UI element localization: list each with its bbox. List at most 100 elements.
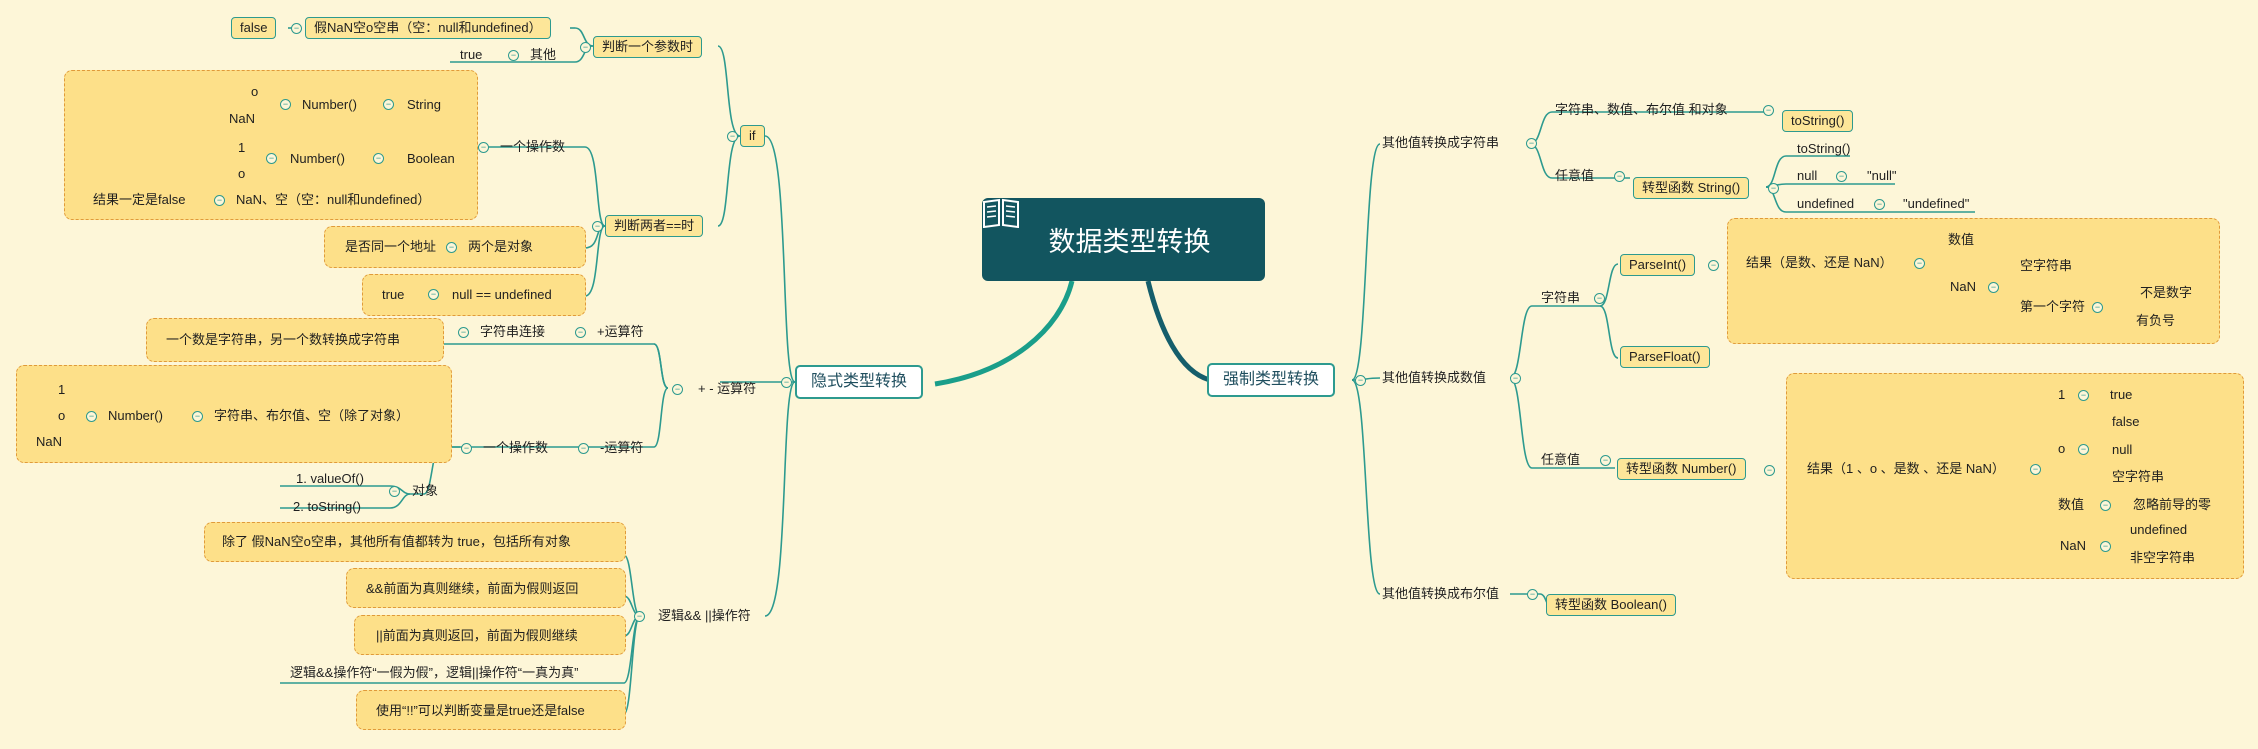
arith-operator-node[interactable]: + - 运算符 — [698, 381, 757, 396]
number-any-label: 任意值 — [1541, 452, 1581, 467]
collapse-toggle-icon[interactable]: − — [383, 99, 394, 110]
to-number-node[interactable]: 其他值转换成数值 — [1382, 370, 1487, 385]
collapse-toggle-icon[interactable]: − — [727, 131, 738, 142]
collapse-toggle-icon[interactable]: − — [2078, 390, 2089, 401]
parse-int-fn[interactable]: ParseInt() — [1620, 254, 1696, 276]
collapse-toggle-icon[interactable]: − — [86, 411, 97, 422]
string-case-undefined-output: "undefined" — [1903, 196, 1970, 211]
collapse-toggle-icon[interactable]: − — [389, 486, 400, 497]
primitive-text: 字符串、布尔值、空（除了对象） — [214, 408, 410, 423]
collapse-toggle-icon[interactable]: − — [461, 443, 472, 454]
single-param-node[interactable]: 判断一个参数时 — [593, 36, 703, 58]
to-string-node[interactable]: 其他值转换成字符串 — [1382, 135, 1500, 150]
collapse-toggle-icon[interactable]: − — [2078, 444, 2089, 455]
others-label: 其他 — [530, 47, 557, 62]
collapse-toggle-icon[interactable]: − — [1526, 138, 1537, 149]
collapse-toggle-icon[interactable]: − — [1763, 105, 1774, 116]
number-fn-boolean: Number() — [290, 151, 345, 166]
collapse-toggle-icon[interactable]: − — [373, 153, 384, 164]
zero-false: false — [2112, 414, 2140, 429]
value-of-step: 1. valueOf() — [296, 471, 364, 486]
collapse-toggle-icon[interactable]: − — [214, 195, 225, 206]
logic-note-box — [354, 615, 626, 655]
if-node[interactable]: if — [740, 125, 765, 147]
collapse-toggle-icon[interactable]: − — [1614, 171, 1625, 182]
string-case-null: null — [1797, 168, 1818, 183]
boolean-result-zero: o — [238, 166, 246, 181]
collapse-toggle-icon[interactable]: − — [1988, 282, 1999, 293]
concat-note: 一个数是字符串，另一个数转换成字符串 — [166, 332, 401, 347]
number-fn-string: Number() — [302, 97, 357, 112]
collapse-toggle-icon[interactable]: − — [1764, 465, 1775, 476]
one-operand-group — [64, 70, 478, 220]
object-label: 对象 — [412, 483, 439, 498]
collapse-toggle-icon[interactable]: − — [1708, 260, 1719, 271]
collapse-toggle-icon[interactable]: − — [575, 327, 586, 338]
prims-label: 字符串、数值、布尔值 和对象 — [1555, 102, 1728, 117]
collapse-toggle-icon[interactable]: − — [192, 411, 203, 422]
string-result-zero: o — [251, 84, 259, 99]
collapse-toggle-icon[interactable]: − — [1914, 258, 1925, 269]
string-fn[interactable]: 转型函数 String() — [1633, 177, 1750, 199]
concat-label: 字符串连接 — [480, 324, 546, 339]
collapse-toggle-icon[interactable]: − — [592, 221, 603, 232]
root-topic[interactable]: 数据类型转换 — [982, 198, 1265, 281]
collapse-toggle-icon[interactable]: − — [1594, 293, 1605, 304]
false-result[interactable]: false — [231, 17, 277, 39]
zero-null: null — [2112, 442, 2133, 457]
parse-float-fn[interactable]: ParseFloat() — [1620, 346, 1710, 368]
minus-operator: -运算符 — [600, 440, 644, 455]
collapse-toggle-icon[interactable]: − — [1510, 373, 1521, 384]
collapse-toggle-icon[interactable]: − — [280, 99, 291, 110]
collapse-toggle-icon[interactable]: − — [1527, 589, 1538, 600]
null-eq-group — [362, 274, 586, 316]
collapse-toggle-icon[interactable]: − — [508, 50, 519, 61]
collapse-toggle-icon[interactable]: − — [578, 443, 589, 454]
to-string-fn[interactable]: toString() — [1782, 110, 1854, 132]
collapse-toggle-icon[interactable]: − — [291, 23, 302, 34]
collapse-toggle-icon[interactable]: − — [1874, 199, 1885, 210]
number-fn-minus: Number() — [108, 408, 163, 423]
collapse-toggle-icon[interactable]: − — [478, 142, 489, 153]
collapse-toggle-icon[interactable]: − — [672, 384, 683, 395]
collapse-toggle-icon[interactable]: − — [1836, 171, 1847, 182]
collapse-toggle-icon[interactable]: − — [2030, 464, 2041, 475]
both-objects-label: 两个是对象 — [468, 239, 534, 254]
collapse-toggle-icon[interactable]: − — [1600, 455, 1611, 466]
plus-operator: +运算符 — [597, 324, 644, 339]
collapse-toggle-icon[interactable]: − — [781, 377, 792, 388]
parse-numeric: 数值 — [1948, 232, 1975, 247]
double-eq-node[interactable]: 判断两者==时 — [605, 215, 704, 237]
collapse-toggle-icon[interactable]: − — [634, 611, 645, 622]
null-row-text: NaN、空（空：null和undefined） — [236, 192, 431, 207]
boolean-fn[interactable]: 转型函数 Boolean() — [1546, 594, 1676, 616]
collapse-toggle-icon[interactable]: − — [580, 42, 591, 53]
collapse-toggle-icon[interactable]: − — [1355, 375, 1366, 386]
boolean-result-one: 1 — [238, 140, 246, 155]
logic-note-5: 使用“!!”可以判断变量是true还是false — [376, 703, 585, 718]
collapse-toggle-icon[interactable]: − — [266, 153, 277, 164]
falsy-values-node[interactable]: 假NaN空o空串（空：null和undefined） — [305, 17, 551, 39]
collapse-toggle-icon[interactable]: − — [2092, 302, 2103, 313]
always-false-text: 结果一定是false — [93, 192, 186, 207]
collapse-toggle-icon[interactable]: − — [1768, 183, 1779, 194]
explicit-conversion-node[interactable]: 强制类型转换 — [1207, 363, 1336, 397]
collapse-toggle-icon[interactable]: − — [446, 242, 457, 253]
null-eq-undefined: null == undefined — [452, 287, 552, 302]
to-boolean-node[interactable]: 其他值转换成布尔值 — [1382, 586, 1500, 601]
string-label: String — [407, 97, 441, 112]
number-fn[interactable]: 转型函数 Number() — [1617, 458, 1746, 480]
number-result-text: 结果（1 、o 、是数 、还是 NaN） — [1807, 461, 2005, 476]
string-case-tostring: toString() — [1797, 141, 1851, 156]
implicit-conversion-node[interactable]: 隐式类型转换 — [795, 365, 924, 399]
collapse-toggle-icon[interactable]: − — [458, 327, 469, 338]
minus-one-operand: 一个操作数 — [483, 440, 549, 455]
collapse-toggle-icon[interactable]: − — [2100, 541, 2111, 552]
string-result-nan: NaN — [229, 111, 256, 126]
logic-operator-node[interactable]: 逻辑&& ||操作符 — [658, 608, 751, 623]
collapse-toggle-icon[interactable]: − — [2100, 500, 2111, 511]
collapse-toggle-icon[interactable]: − — [428, 289, 439, 300]
logic-note-box — [346, 568, 626, 608]
logic-note-2: &&前面为真则继续，前面为假则返回 — [366, 581, 579, 596]
